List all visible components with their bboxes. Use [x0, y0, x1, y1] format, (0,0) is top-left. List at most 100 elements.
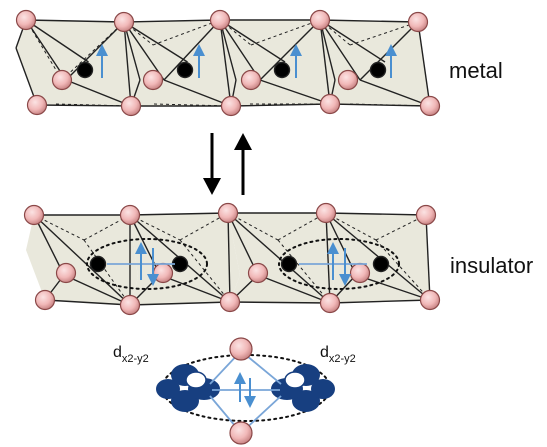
octahedron-edge — [65, 79, 132, 107]
oxygen-atom — [142, 69, 164, 91]
oxygen-atom — [26, 94, 48, 116]
oxygen-atom — [419, 95, 441, 117]
oxygen-atom — [309, 9, 331, 31]
oxygen-atom — [319, 292, 341, 314]
octahedron-edge — [159, 274, 231, 303]
spin-pair — [234, 372, 256, 408]
octahedron-edge — [325, 212, 427, 216]
octahedron-edge — [257, 274, 331, 304]
oxygen-atom — [415, 204, 437, 226]
octahedron-edge — [123, 19, 221, 23]
octahedron-edge — [219, 19, 261, 81]
oxygen-atom — [51, 69, 73, 91]
octahedron-edge — [25, 19, 67, 81]
oxygen-atom — [337, 69, 359, 91]
octahedron-edge — [417, 21, 431, 107]
dimer-outline — [86, 238, 208, 290]
oxygen-atom — [229, 337, 253, 361]
octahedron-edge — [425, 214, 431, 301]
oxygen-atom — [229, 421, 253, 445]
octahedron-edge — [44, 299, 131, 306]
octahedron-edge — [55, 103, 132, 107]
octahedron-edge — [250, 19, 321, 46]
octahedron-edge — [230, 103, 331, 107]
octahedron-edge — [219, 19, 232, 107]
oxygen-atom — [119, 204, 141, 226]
octahedron-edge — [65, 21, 125, 81]
octahedron-edge — [219, 19, 237, 81]
octahedron-edge — [355, 274, 431, 301]
octahedron-edge — [15, 47, 38, 106]
oxygen-atom — [319, 93, 341, 115]
oxygen-atom — [240, 69, 262, 91]
octahedron-edge — [129, 212, 229, 216]
octahedron-edge — [319, 19, 336, 81]
octahedron-edge — [259, 79, 331, 105]
octahedron-face — [16, 20, 140, 106]
insulator-label: insulator — [450, 253, 533, 278]
octahedron-edge — [123, 21, 165, 81]
metal-chain — [15, 9, 441, 117]
octahedron-edge — [25, 19, 125, 23]
octahedron-edge — [227, 212, 331, 304]
oxygen-atom — [220, 95, 242, 117]
oxygen-atom — [349, 262, 371, 284]
oxygen-atom — [120, 95, 142, 117]
orbital-dimer — [156, 337, 335, 445]
oxygen-atom — [419, 289, 441, 311]
octahedron-edge — [153, 103, 232, 107]
octahedron-edge — [63, 274, 131, 306]
orbital-label-right: dx2-y2 — [320, 344, 356, 365]
octahedron-edge — [319, 19, 386, 63]
oxygen-atom — [113, 11, 135, 33]
octahedron-edge — [179, 239, 231, 303]
octahedron-edge — [163, 79, 232, 107]
oxygen-atom — [152, 262, 174, 284]
octahedron-edge — [319, 19, 331, 105]
octahedron-edge — [163, 19, 221, 81]
octahedron-edge — [227, 212, 231, 303]
oxygen-atom — [15, 9, 37, 31]
octahedron-edge — [61, 21, 125, 81]
octahedron-edge — [319, 19, 419, 23]
octahedron-edge — [129, 301, 231, 306]
oxygen-atom — [23, 204, 45, 226]
octahedron-edge — [25, 19, 89, 63]
metal-ion — [369, 61, 387, 79]
dx2-y2-orbital-left — [156, 364, 220, 412]
oxygen-atom — [407, 11, 429, 33]
oxygen-atom — [315, 202, 337, 224]
oxygen-atom — [55, 262, 77, 284]
dimer-outline — [278, 238, 400, 290]
metal-ion — [89, 255, 107, 273]
oxygen-atom — [119, 294, 141, 316]
octahedron-edge — [33, 214, 131, 306]
octahedron-edge — [219, 19, 286, 63]
oxygen-atom — [219, 291, 241, 313]
octahedron-edge — [229, 301, 331, 304]
oxygen-atom — [247, 262, 269, 284]
dx2-y2-orbital-right — [271, 364, 335, 412]
metal-ion — [273, 61, 291, 79]
metal-ion — [280, 255, 298, 273]
octahedron-edge — [123, 21, 132, 107]
oxygen-atom — [217, 202, 239, 224]
octahedron-edge — [359, 79, 431, 107]
transition-arrows — [203, 133, 252, 195]
octahedron-edge — [375, 239, 431, 301]
octahedron-edge — [319, 19, 361, 81]
orbital-label-left: dx2-y2 — [113, 344, 149, 365]
octahedron-edge — [123, 21, 188, 63]
oxygen-atom — [209, 9, 231, 31]
octahedron-edge — [83, 239, 131, 306]
oxygen-atom — [34, 289, 56, 311]
metal-ion — [372, 255, 390, 273]
metal-label: metal — [449, 58, 503, 83]
octahedron-edge — [329, 299, 431, 304]
octahedron-edge — [36, 104, 132, 107]
octahedron-edge — [33, 214, 65, 276]
up-arrow — [234, 133, 252, 195]
down-arrow — [203, 133, 221, 195]
octahedron-edge — [277, 239, 331, 304]
